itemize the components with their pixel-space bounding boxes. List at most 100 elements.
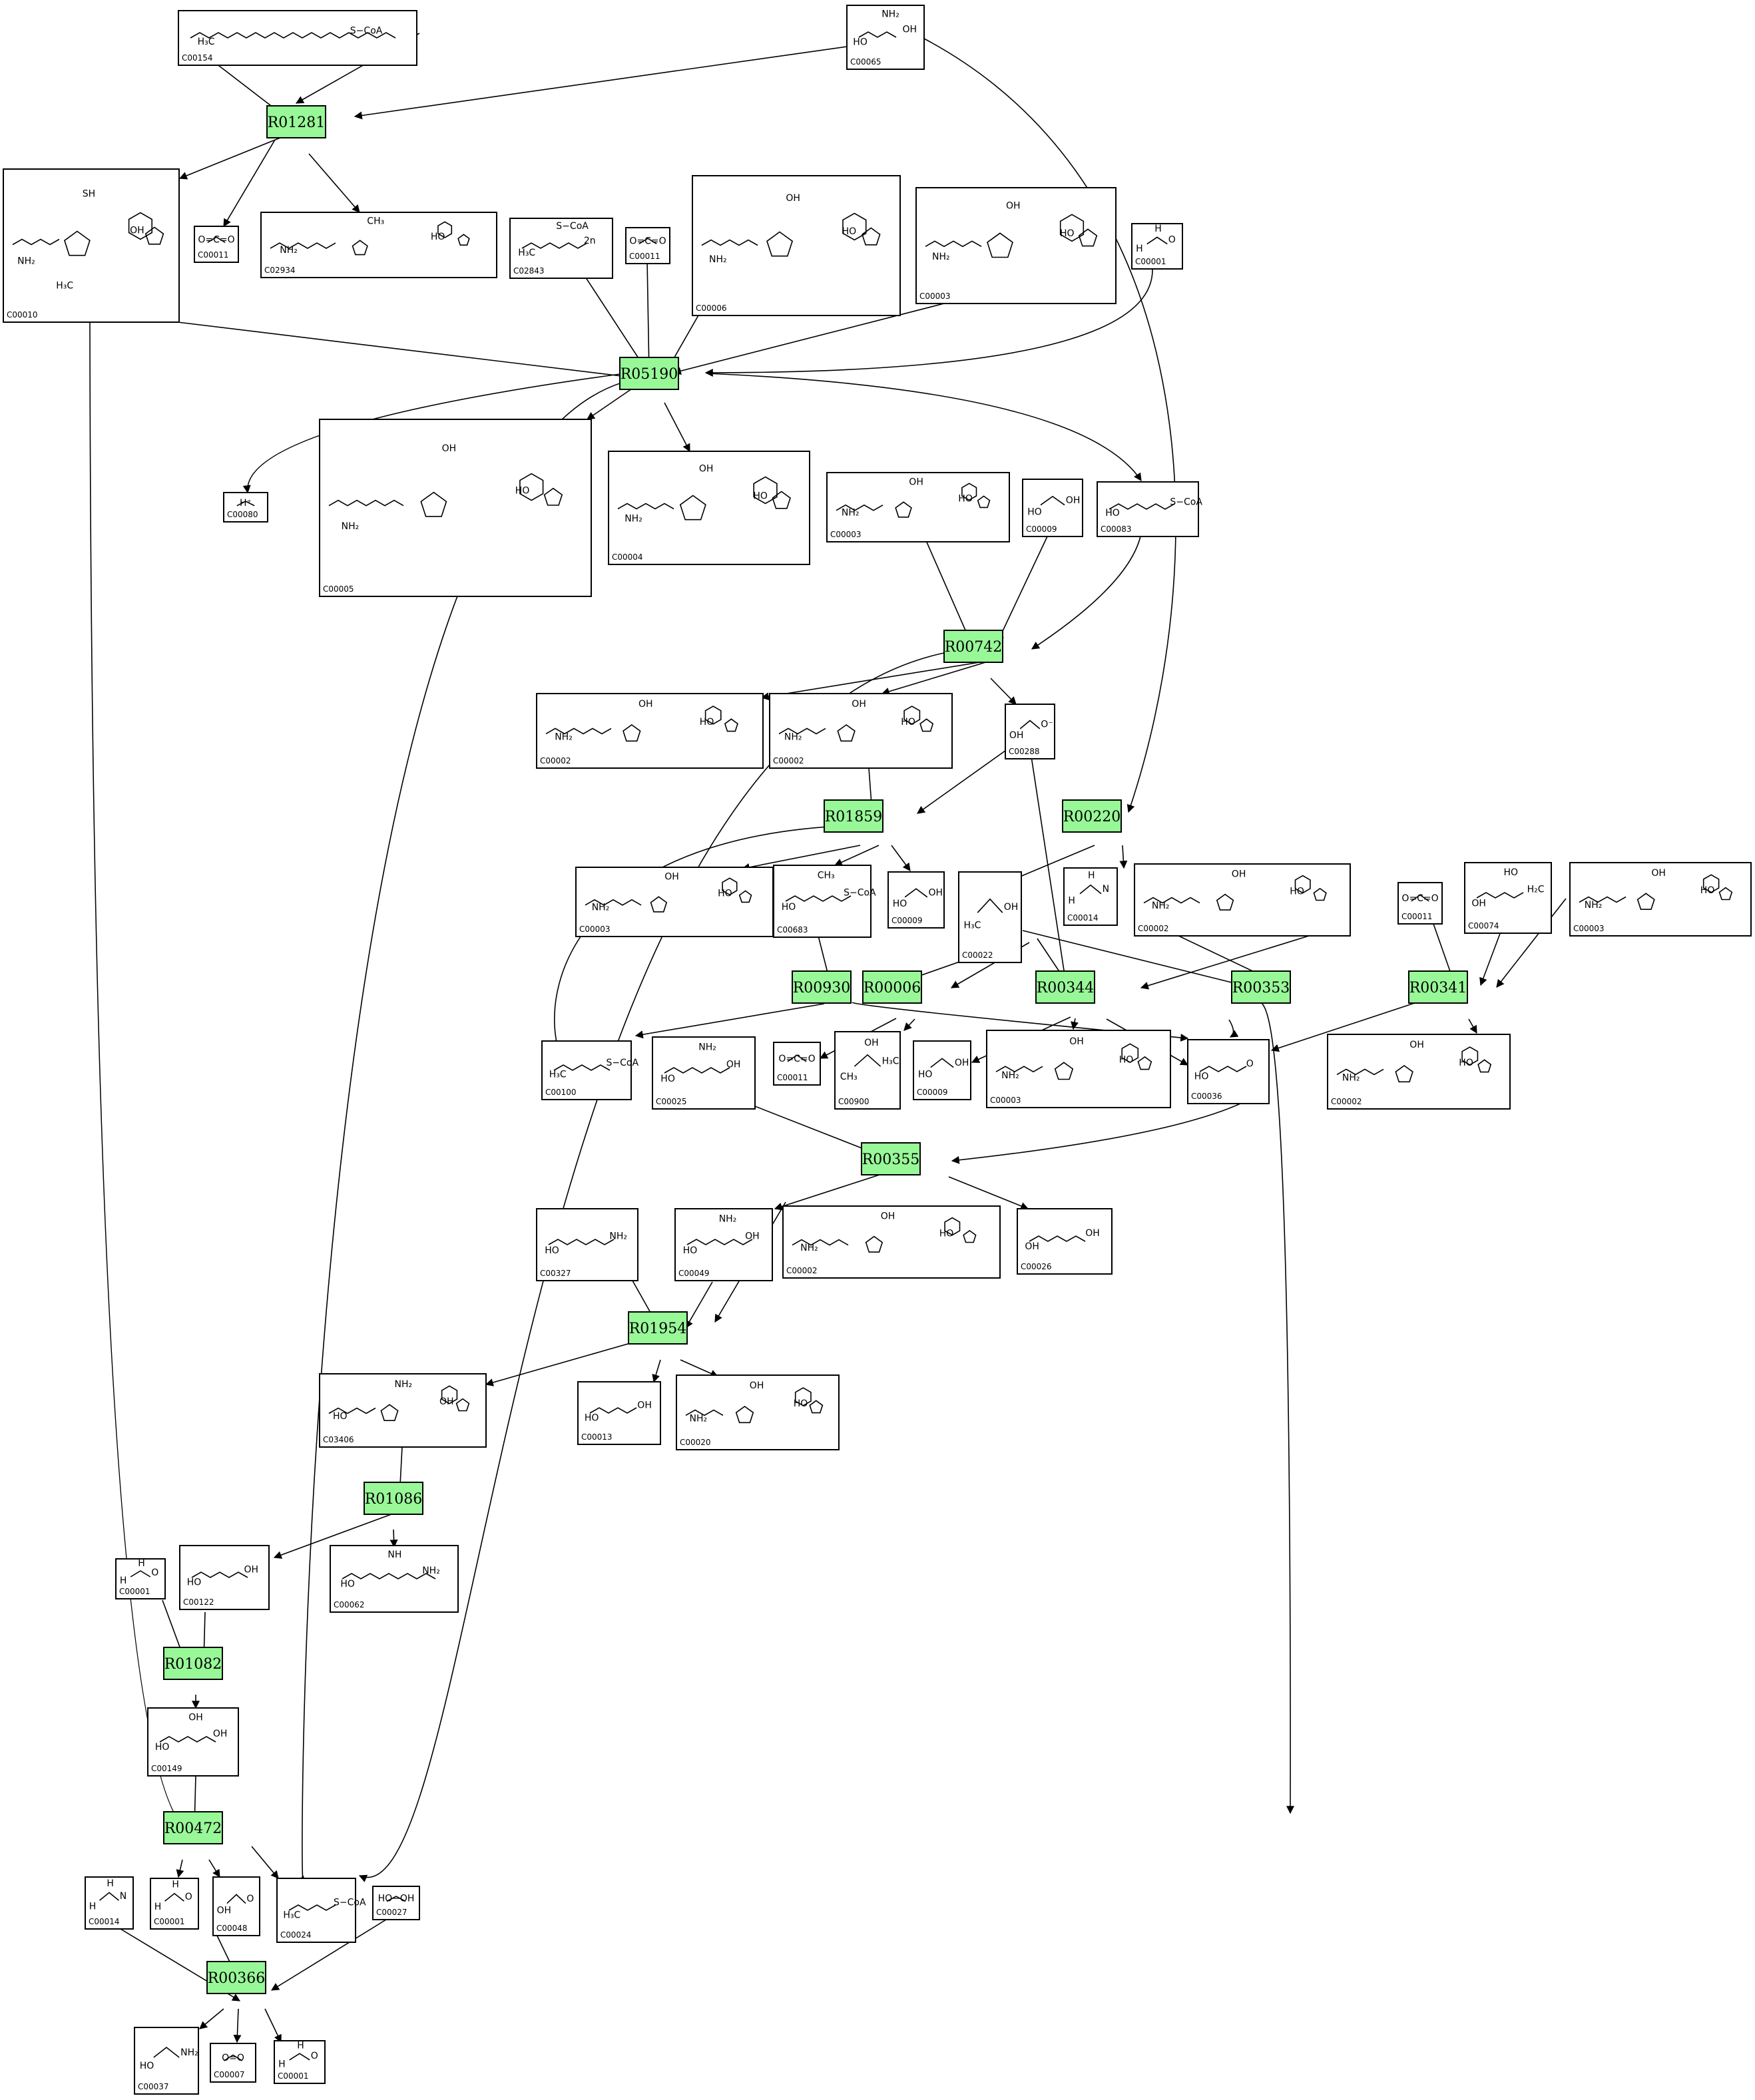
- reaction-arrow: [903, 1018, 915, 1031]
- reaction-r00344[interactable]: R00344: [1035, 970, 1095, 1004]
- structure-sketch: [548, 1239, 615, 1245]
- reaction-arrow: [990, 678, 1017, 705]
- atom-label: HO: [660, 1074, 675, 1084]
- structure-sketch: [1411, 894, 1429, 902]
- structure-sketch: [223, 2054, 243, 2061]
- reaction-r00341[interactable]: R00341: [1408, 970, 1468, 1004]
- reaction-r00353[interactable]: R00353: [1231, 970, 1291, 1004]
- reaction-arrow: [923, 38, 1176, 813]
- reaction-r00742[interactable]: R00742: [943, 630, 1003, 663]
- reaction-r00220[interactable]: R00220: [1062, 799, 1122, 833]
- compound-id-label: C00037: [138, 2082, 169, 2091]
- atom-label: HO: [333, 1411, 348, 1422]
- reaction-r00930[interactable]: R00930: [792, 970, 852, 1004]
- reaction-r00366[interactable]: R00366: [206, 1961, 266, 1994]
- compound-box: [1131, 223, 1183, 270]
- atom-label: S−CoA: [844, 887, 876, 898]
- structure-sketch: [977, 898, 1003, 913]
- reaction-r01954[interactable]: R01954: [628, 1311, 688, 1345]
- reaction-box: [862, 970, 922, 1004]
- structure-sketch: [785, 895, 852, 902]
- reaction-box: [861, 1142, 921, 1175]
- reaction-arrow: [1270, 994, 1439, 1052]
- reaction-arrow: [587, 387, 634, 420]
- reaction-box: [824, 799, 883, 833]
- reaction-r01086[interactable]: R01086: [364, 1482, 423, 1515]
- compound-id-label: C00074: [1468, 921, 1499, 931]
- compound-c00288[interactable]: OHO⁻C00288: [1005, 704, 1055, 759]
- reaction-r01082[interactable]: R01082: [163, 1647, 223, 1680]
- structure-sketch: [1079, 884, 1102, 895]
- compound-id-label: C00288: [1009, 747, 1040, 756]
- reaction-r00472[interactable]: R00472: [163, 1811, 223, 1844]
- reaction-r00355[interactable]: R00355: [861, 1142, 921, 1175]
- atom-label: S−CoA: [350, 25, 383, 36]
- compound-box: [260, 212, 497, 278]
- reaction-r01859[interactable]: R01859: [824, 799, 883, 833]
- atom-label: OH: [745, 1231, 760, 1241]
- reaction-arrow: [704, 268, 1153, 377]
- compound-box: [887, 871, 945, 929]
- structure-sketch: [521, 242, 588, 249]
- reaction-r01281[interactable]: R01281: [266, 105, 326, 138]
- reaction-r00006[interactable]: R00006: [862, 970, 922, 1004]
- structure-sketch: [617, 476, 791, 521]
- compound-c00080[interactable]: H⁺C00080: [223, 492, 268, 523]
- reaction-r05190[interactable]: R05190: [619, 357, 679, 390]
- reaction-box: [163, 1811, 223, 1844]
